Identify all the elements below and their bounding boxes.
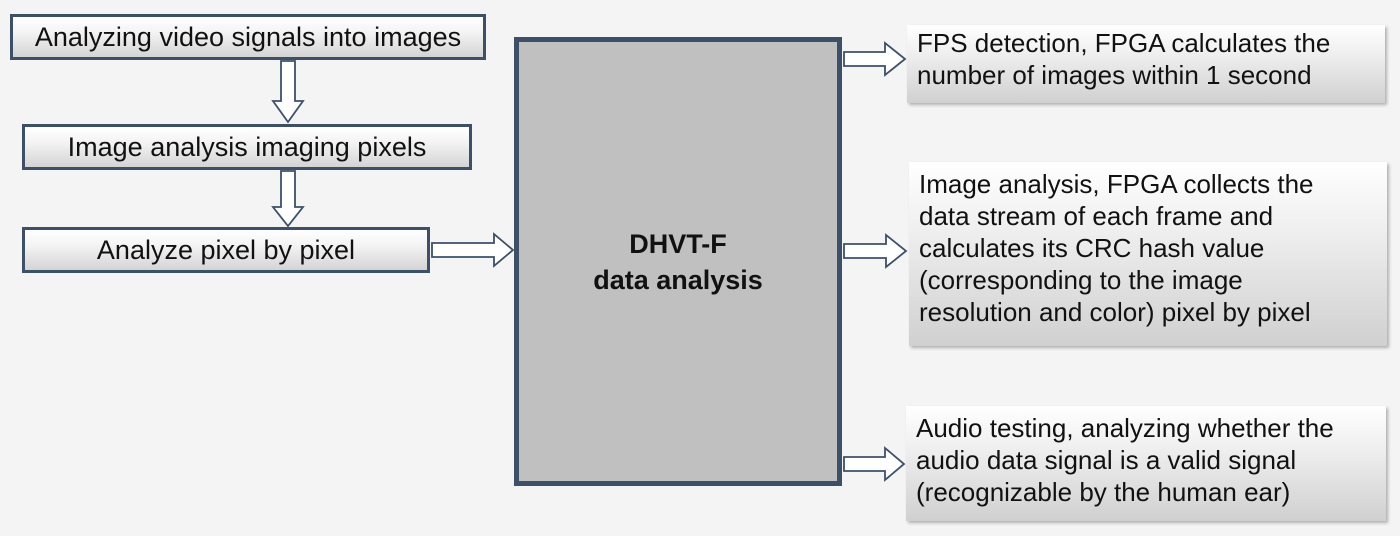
fps-line-1: FPS detection, FPGA calculates the bbox=[917, 28, 1331, 58]
step-video-to-images: Analyzing video signals into images bbox=[10, 14, 486, 60]
step-video-to-images-label: Analyzing video signals into images bbox=[34, 21, 462, 52]
step-pixel-by-pixel-label: Analyze pixel by pixel bbox=[96, 234, 356, 265]
output-image-crc: Image analysis, FPGA collects the data s… bbox=[909, 162, 1387, 346]
right-arrow-to-audio bbox=[843, 446, 906, 482]
step-pixel-by-pixel: Analyze pixel by pixel bbox=[22, 227, 430, 273]
down-arrow-2 bbox=[271, 170, 305, 228]
right-arrow-to-fps bbox=[843, 41, 907, 77]
image-line-2: data stream of each frame and bbox=[919, 201, 1274, 231]
output-fps-detection: FPS detection, FPGA calculates the numbe… bbox=[907, 25, 1385, 103]
audio-line-2: audio data signal is a valid signal bbox=[916, 445, 1297, 475]
image-line-4: (corresponding to the image bbox=[919, 265, 1243, 295]
output-audio-testing: Audio testing, analyzing whether the aud… bbox=[906, 406, 1386, 521]
right-arrow-to-center bbox=[431, 232, 515, 268]
step-imaging-pixels: Image analysis imaging pixels bbox=[22, 124, 472, 170]
center-title: DHVT-F bbox=[629, 228, 727, 259]
step-imaging-pixels-label: Image analysis imaging pixels bbox=[67, 131, 427, 162]
center-subtitle: data analysis bbox=[593, 264, 763, 295]
fps-line-2: number of images within 1 second bbox=[917, 60, 1312, 90]
audio-line-3: (recognizable by the human ear) bbox=[916, 477, 1291, 507]
right-arrow-to-image bbox=[843, 233, 908, 269]
down-arrow-1 bbox=[271, 60, 305, 124]
audio-line-1: Audio testing, analyzing whether the bbox=[916, 413, 1334, 443]
image-line-5: resolution and color) pixel by pixel bbox=[919, 297, 1311, 327]
image-line-1: Image analysis, FPGA collects the bbox=[919, 169, 1314, 199]
image-line-3: calculates its CRC hash value bbox=[919, 233, 1265, 263]
dhvt-f-analysis-box: DHVT-F data analysis bbox=[514, 37, 842, 486]
